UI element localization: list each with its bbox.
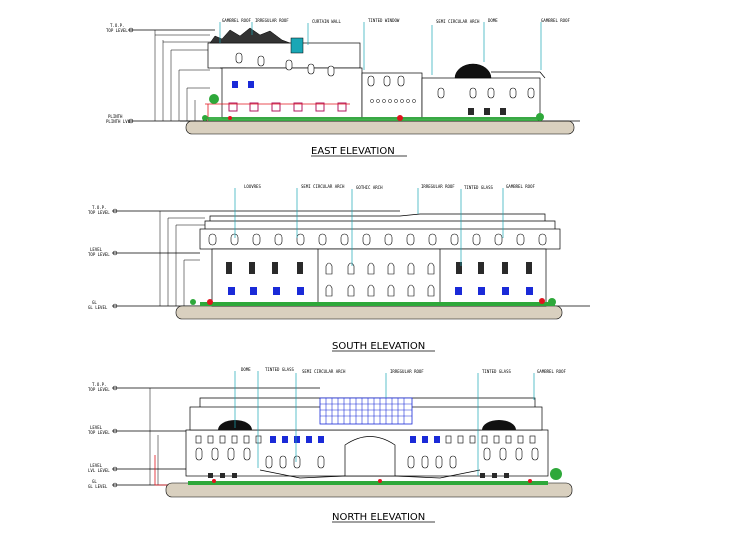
south-semi-circular-arches bbox=[208, 233, 547, 246]
north-level-top-name: T.O.P. bbox=[92, 382, 106, 387]
south-elevation-title: SOUTH ELEVATION bbox=[332, 341, 425, 352]
south-louvres bbox=[226, 262, 532, 274]
south-ground-strip bbox=[175, 305, 563, 320]
south-label-tinted-glass: TINTED GLASS bbox=[464, 185, 493, 190]
east-shrubs bbox=[202, 94, 544, 121]
south-label-gambrel-roof: GAMBREL ROOF bbox=[506, 184, 535, 189]
north-level-mid-value: TOP LEVEL bbox=[88, 430, 110, 435]
north-level-gl-name: GL bbox=[92, 479, 97, 484]
south-level-gl-value: GL LEVEL bbox=[88, 305, 108, 310]
north-label-tinted-glass-right: TINTED GLASS bbox=[482, 369, 511, 374]
south-label-louvres: LOUVRES bbox=[244, 184, 261, 189]
east-arched-windows bbox=[235, 52, 405, 87]
north-dimension-lines bbox=[149, 388, 180, 486]
north-level-mid-name: LEVEL bbox=[90, 425, 103, 430]
north-label-gambrel-roof: GAMBREL ROOF bbox=[537, 369, 566, 374]
north-tinted-glass bbox=[270, 436, 440, 443]
east-ground-strip bbox=[185, 120, 575, 135]
north-level-gl-value: GL LEVEL bbox=[88, 484, 108, 489]
east-label-gambrel-roof-right: GAMBREL ROOF bbox=[541, 18, 570, 23]
north-elevation-title: NORTH ELEVATION bbox=[332, 512, 425, 523]
east-level-marker bbox=[128, 27, 134, 33]
north-dome-right bbox=[482, 420, 516, 430]
north-semi-circular-arches bbox=[195, 447, 539, 469]
east-label-gambrel-roof: GAMBREL ROOF bbox=[222, 18, 251, 23]
east-elevation: T.O.P. TOP LEVEL PLINTH PLINTH LVL bbox=[106, 18, 580, 157]
north-level-top-value: TOP LEVEL bbox=[88, 387, 110, 392]
east-level-plinth-value: PLINTH LVL bbox=[106, 119, 131, 124]
south-level-top-value: TOP LEVEL bbox=[88, 210, 110, 215]
north-window-row bbox=[195, 435, 536, 444]
east-label-irregular-roof: IRREGULAR ROOF bbox=[255, 18, 289, 23]
south-level-top-name: T.O.P. bbox=[92, 205, 106, 210]
east-round-openings bbox=[370, 99, 416, 103]
east-building bbox=[205, 27, 546, 121]
south-gothic-arches bbox=[325, 262, 435, 297]
east-label-semi-circular-arch: SEMI CIRCULAR ARCH bbox=[436, 19, 480, 24]
south-building bbox=[199, 213, 561, 307]
north-building bbox=[185, 397, 549, 479]
north-entrance-arch bbox=[344, 436, 396, 477]
south-shrubs bbox=[190, 298, 556, 306]
north-label-semi-circular-arch: SEMI CIRCULAR ARCH bbox=[302, 369, 346, 374]
east-elevation-title: EAST ELEVATION bbox=[311, 146, 395, 157]
south-label-semi-circular-arch: SEMI CIRCULAR ARCH bbox=[301, 184, 345, 189]
north-label-tinted-glass-left: TINTED GLASS bbox=[265, 367, 294, 372]
south-level-gl-name: GL bbox=[92, 300, 97, 305]
east-label-tinted-window: TINTED WINDOW bbox=[368, 18, 400, 23]
east-curtain-wall bbox=[290, 37, 304, 54]
south-label-gothic-arch: GOTHIC ARCH bbox=[356, 185, 383, 190]
north-label-irregular-roof: IRREGULAR ROOF bbox=[390, 369, 424, 374]
north-ground-strip bbox=[165, 482, 573, 498]
south-elevation: T.O.P. TOP LEVEL LEVEL TOP LEVEL GL GL L… bbox=[88, 184, 590, 352]
north-leaders bbox=[234, 371, 535, 476]
east-level-plinth-name: PLINTH bbox=[108, 114, 123, 119]
east-label-curtain-wall: CURTAIN WALL bbox=[312, 19, 341, 24]
north-elevation: T.O.P. TOP LEVEL LEVEL TOP LEVEL LEVEL L… bbox=[88, 367, 573, 523]
east-dome bbox=[454, 63, 492, 79]
north-label-dome: DOME bbox=[241, 367, 251, 372]
north-level-low-name: LEVEL bbox=[90, 463, 103, 468]
east-label-dome: DOME bbox=[488, 18, 498, 23]
north-shrubs bbox=[188, 468, 562, 485]
south-level-mid-value: TOP LEVEL bbox=[88, 252, 110, 257]
east-gambrel-roof-left bbox=[209, 27, 291, 44]
south-leaders bbox=[234, 188, 504, 266]
east-level-top-name: T.O.P. bbox=[110, 23, 124, 28]
east-leaders bbox=[219, 22, 542, 75]
south-dimension-lines bbox=[159, 211, 205, 306]
east-level-marker bbox=[128, 118, 134, 124]
south-level-mid-name: LEVEL bbox=[90, 247, 103, 252]
north-level-low-value: LVL LEVEL bbox=[88, 468, 110, 473]
east-level-top-value: TOP LEVEL bbox=[106, 28, 128, 33]
north-glazing-grid bbox=[320, 398, 412, 424]
south-tinted-glass bbox=[228, 287, 533, 295]
north-irregular-roof-glazing bbox=[319, 397, 413, 425]
south-label-irregular-roof: IRREGULAR ROOF bbox=[421, 184, 455, 189]
east-tinted-windows bbox=[228, 102, 347, 112]
